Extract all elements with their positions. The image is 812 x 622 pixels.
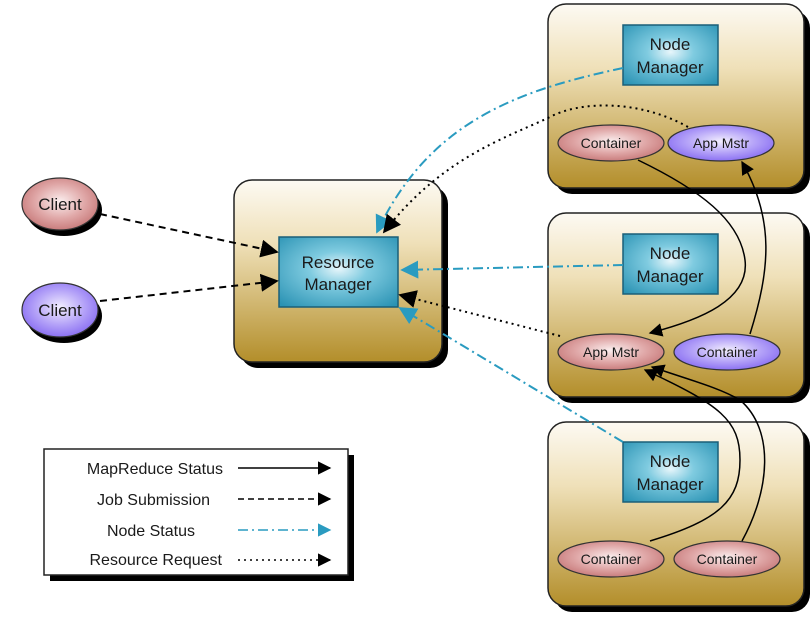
node-2: Node Manager App Mstr Container bbox=[547, 212, 810, 403]
container-ellipse bbox=[673, 540, 781, 578]
mapreduce-status-arrow bbox=[650, 364, 766, 542]
node-manager-label-2: Manager bbox=[636, 267, 703, 286]
mapreduce-status-arrow bbox=[637, 159, 746, 337]
app-master-ellipse bbox=[667, 124, 775, 162]
container-ellipse bbox=[673, 333, 781, 371]
job-submission-arrow bbox=[99, 273, 279, 302]
node-manager-box bbox=[622, 441, 719, 503]
job-submission-arrow bbox=[99, 213, 279, 258]
client-red: Client bbox=[21, 177, 102, 236]
node-1: Node Manager Container App Mstr bbox=[547, 3, 810, 194]
resource-manager-box bbox=[278, 236, 399, 308]
node-manager-box bbox=[622, 233, 719, 295]
node-status-arrow bbox=[398, 307, 624, 443]
mapreduce-status-arrow bbox=[643, 369, 741, 542]
node-status-arrow bbox=[400, 260, 624, 279]
container-label: Container bbox=[697, 344, 758, 360]
resource-manager-label-1: Resource bbox=[302, 253, 375, 272]
legend: MapReduce Status Job Submission Node Sta… bbox=[43, 448, 354, 581]
container-label: Container bbox=[581, 551, 642, 567]
container-label: Container bbox=[581, 135, 642, 151]
container-ellipse bbox=[557, 540, 665, 578]
mapreduce-status-arrow bbox=[741, 160, 767, 335]
resource-request-arrow bbox=[382, 104, 689, 234]
resource-manager-label-2: Manager bbox=[304, 275, 371, 294]
client-purple: Client bbox=[21, 282, 102, 343]
node-status-arrow bbox=[375, 67, 624, 234]
legend-label: MapReduce Status bbox=[87, 461, 223, 478]
node-manager-label-2: Manager bbox=[636, 58, 703, 77]
legend-label: Node Status bbox=[107, 523, 195, 540]
app-master-label: App Mstr bbox=[583, 344, 639, 360]
container-label: Container bbox=[697, 551, 758, 567]
client-label: Client bbox=[38, 195, 82, 214]
node-manager-label-1: Node bbox=[650, 452, 691, 471]
node-manager-label-2: Manager bbox=[636, 475, 703, 494]
resource-manager-container: Resource Manager bbox=[233, 179, 448, 368]
node-manager-box bbox=[622, 24, 719, 86]
app-master-ellipse bbox=[557, 333, 665, 371]
container-ellipse bbox=[557, 124, 665, 162]
node-3: Node Manager Container Container bbox=[547, 421, 810, 612]
app-master-label: App Mstr bbox=[693, 135, 749, 151]
node-manager-label-1: Node bbox=[650, 35, 691, 54]
legend-label: Job Submission bbox=[97, 492, 210, 509]
legend-label: Resource Request bbox=[89, 552, 222, 569]
node-manager-label-1: Node bbox=[650, 244, 691, 263]
client-label: Client bbox=[38, 301, 82, 320]
